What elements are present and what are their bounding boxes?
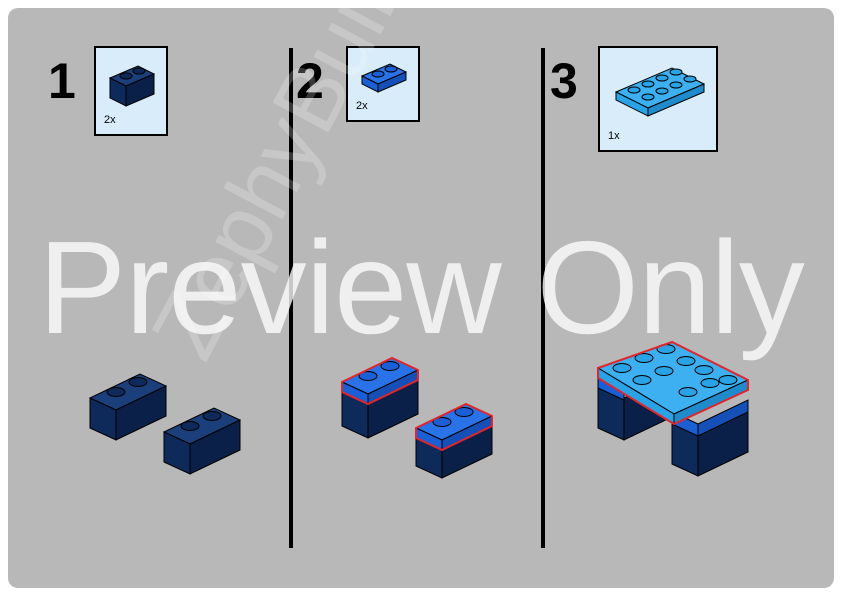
step-2-number: 2 [296,53,324,109]
brick-1x2-dark-blue-icon [108,65,156,107]
step-2-model [340,356,494,479]
step-1-quantity: 2x [104,114,116,126]
build-scene [88,340,750,479]
step-divider [289,48,293,548]
step-divider [541,48,545,548]
step-3-model [596,340,750,477]
step-3-number: 3 [550,53,578,109]
step-1-number: 1 [48,53,76,109]
step-3-parts-box: 1x [598,46,718,152]
plate-2x4-medium-azure-icon [614,67,706,117]
instruction-page: 1 2x 2 2x 3 [8,8,834,588]
step-3-quantity: 1x [608,130,620,142]
step-2-quantity: 2x [356,100,368,112]
step-1-model [88,373,242,475]
step-1-parts-box: 2x [94,46,168,136]
plate-1x2-blue-icon [360,63,408,93]
step-2-parts-box: 2x [346,46,420,122]
